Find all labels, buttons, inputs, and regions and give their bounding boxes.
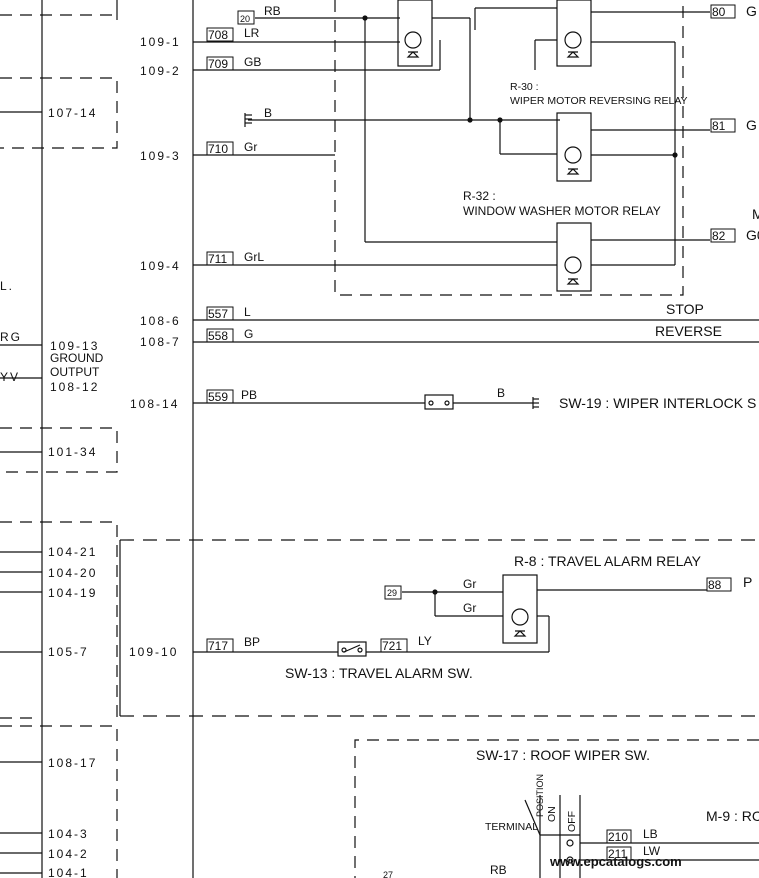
wire-721-color: LY	[418, 634, 432, 648]
wire-27: 27	[383, 870, 393, 878]
wire-711: 711	[208, 252, 227, 266]
watermark: www.epcatalogs.com	[549, 854, 682, 869]
wire-559-color: PB	[241, 388, 257, 402]
wire-20-color: RB	[264, 4, 281, 18]
ref-108-7: 108-7	[140, 335, 181, 349]
wire-710: 710	[208, 142, 228, 156]
wire-80-color: G	[746, 3, 757, 19]
wire-721: 721	[382, 639, 402, 653]
wire-708-color: LR	[244, 26, 260, 40]
terminal-label: TERMINAL	[485, 821, 538, 833]
wire-557: 557	[208, 307, 228, 321]
ref-104-1: 104-1	[48, 866, 89, 878]
wire-80: 80	[712, 5, 726, 19]
r30-name: WIPER MOTOR REVERSING RELAY	[510, 95, 688, 107]
wire-709-color: GB	[244, 55, 261, 69]
wire-88: 88	[708, 578, 722, 592]
ref-105-7: 105-7	[48, 645, 89, 659]
ref-101-34: 101-34	[48, 445, 97, 459]
wire-717: 717	[208, 639, 228, 653]
wire-558-color: G	[244, 327, 253, 341]
left-l-label: L.	[0, 279, 14, 293]
on-label: ON	[546, 806, 558, 822]
wire-709: 709	[208, 57, 228, 71]
off-label: OFF	[566, 811, 578, 832]
position-label: POSITION	[535, 774, 545, 817]
wire-29-gr1: Gr	[463, 577, 476, 591]
ref-104-2: 104-2	[48, 847, 89, 861]
wire-717-color: BP	[244, 635, 260, 649]
r32-id: R-32 :	[463, 189, 496, 203]
left-yv-label: YV	[0, 370, 20, 384]
wire-rb-bottom: RB	[490, 863, 507, 877]
r8-label: R-8 : TRAVEL ALARM RELAY	[514, 553, 702, 569]
wire-710-color: Gr	[244, 140, 257, 154]
wire-211-color: LW	[643, 844, 661, 858]
wire-82: 82	[712, 229, 726, 243]
ref-104-21: 104-21	[48, 545, 97, 559]
wire-81-color: G	[746, 117, 757, 133]
wire-29: 29	[387, 588, 397, 598]
ref-109-1: 109-1	[140, 35, 181, 49]
reverse-label: REVERSE	[655, 323, 722, 339]
sw19-label: SW-19 : WIPER INTERLOCK S	[559, 395, 756, 411]
wire-b-ground: B	[264, 106, 272, 120]
ref-109-2: 109-2	[140, 64, 181, 78]
left-rg-label: RG	[0, 330, 22, 344]
ref-108-12: 108-12	[50, 380, 99, 394]
r30-id: R-30 :	[510, 81, 539, 93]
wire-559-b: B	[497, 386, 505, 400]
sw17-label: SW-17 : ROOF WIPER SW.	[476, 747, 650, 763]
sw13-label: SW-13 : TRAVEL ALARM SW.	[285, 665, 473, 681]
m-partial-label: M	[752, 206, 759, 222]
ref-109-3: 109-3	[140, 149, 181, 163]
wire-88-color: P	[743, 574, 752, 590]
wire-211: 211	[608, 847, 627, 861]
ref-109-10: 109-10	[129, 645, 178, 659]
wire-558: 558	[208, 329, 228, 343]
ref-109-13: 109-13	[50, 339, 99, 353]
ref-107-14: 107-14	[48, 106, 97, 120]
wire-210-color: LB	[643, 827, 658, 841]
wire-711-color: GrL	[244, 250, 264, 264]
ref-108-6: 108-6	[140, 314, 181, 328]
ref-104-20: 104-20	[48, 566, 97, 580]
wire-29-gr2: Gr	[463, 601, 476, 615]
ref-109-4: 109-4	[140, 259, 181, 273]
wire-559: 559	[208, 390, 228, 404]
ground-label: GROUND	[50, 351, 104, 365]
wire-708: 708	[208, 28, 228, 42]
wire-557-color: L	[244, 305, 251, 319]
m9-label: M-9 : RC	[706, 808, 759, 824]
ref-104-19: 104-19	[48, 586, 97, 600]
r32-name: WINDOW WASHER MOTOR RELAY	[463, 204, 661, 218]
wire-20: 20	[240, 14, 250, 24]
wire-210: 210	[608, 830, 628, 844]
wire-82-color: G0	[746, 227, 759, 243]
ref-108-17: 108-17	[48, 756, 97, 770]
ref-104-3: 104-3	[48, 827, 89, 841]
stop-label: STOP	[666, 301, 704, 317]
wire-81: 81	[712, 119, 726, 133]
ref-108-14: 108-14	[130, 397, 179, 411]
output-label: OUTPUT	[50, 365, 100, 379]
